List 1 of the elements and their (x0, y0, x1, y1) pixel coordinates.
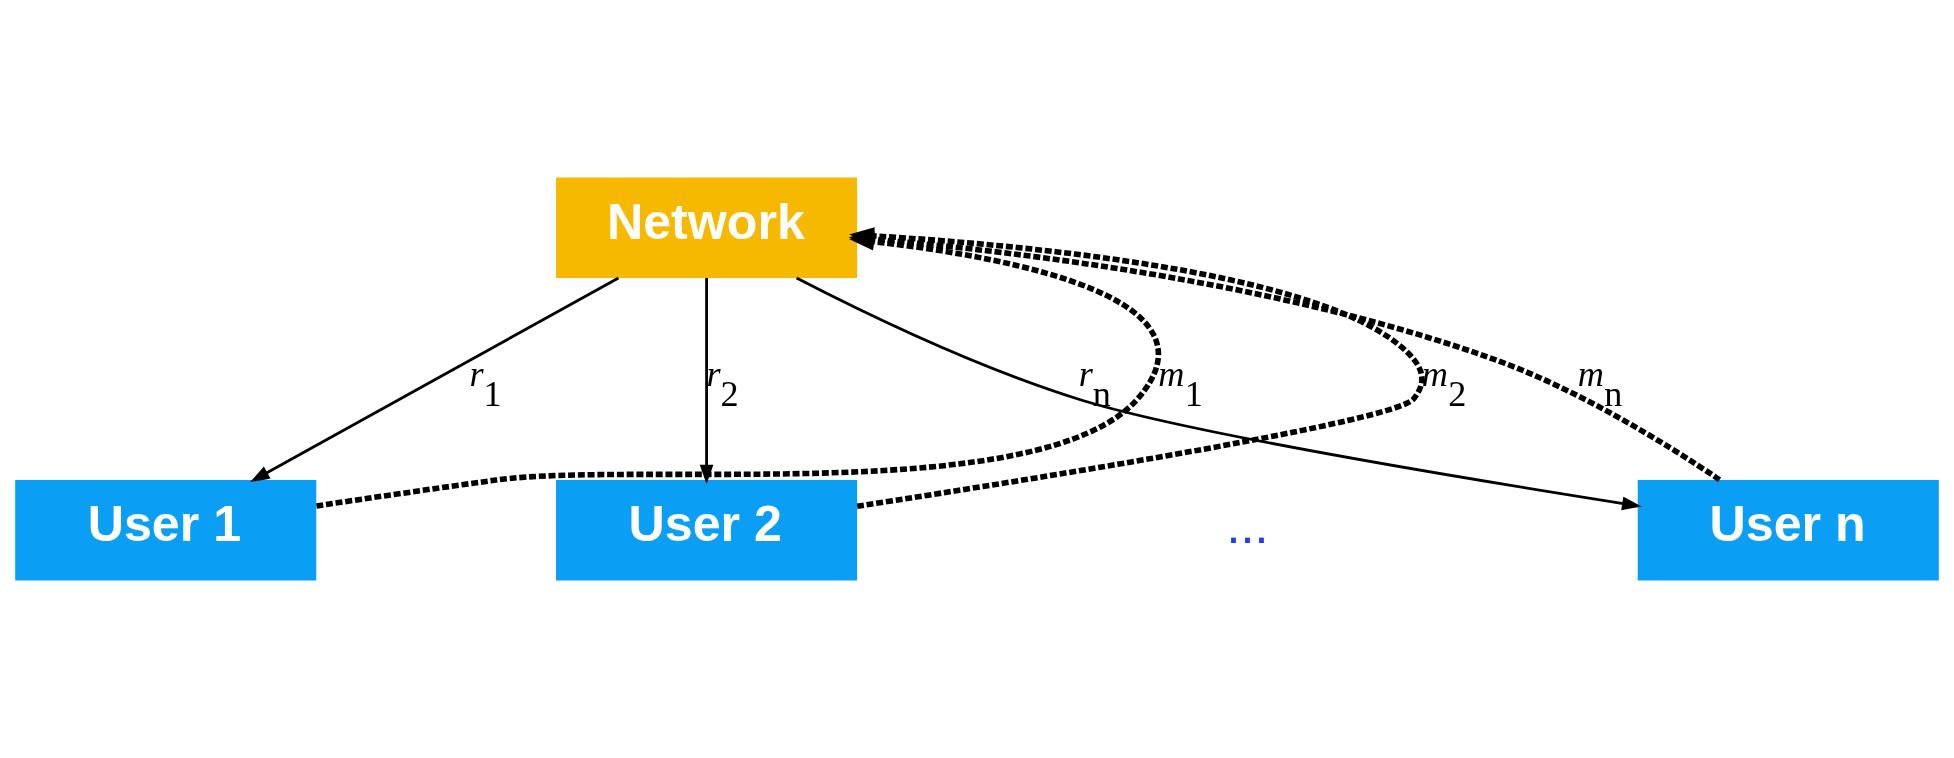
label: ... (1226, 497, 1269, 554)
